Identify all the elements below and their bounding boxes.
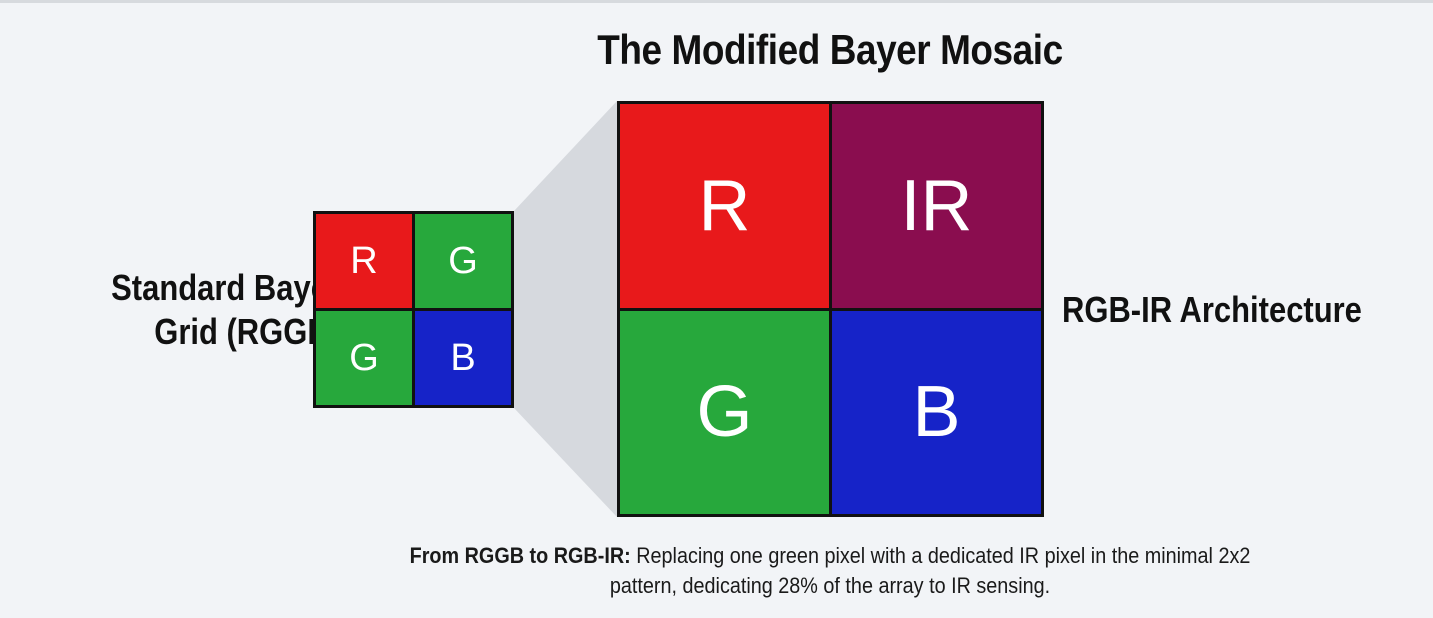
caption-bold: From RGGB to RGB-IR:	[409, 543, 631, 568]
top-divider	[0, 0, 1433, 3]
standard-grid-label-line2: Grid (RGGB)	[154, 311, 340, 352]
standard-cell-g1: G	[415, 214, 511, 308]
rgbir-label: RGB-IR Architecture	[1062, 289, 1362, 330]
rgbir-cell-r: R	[620, 104, 829, 308]
rgbir-grid: R IR G B	[617, 101, 1044, 517]
standard-cell-r: R	[316, 214, 412, 308]
rgbir-cell-g: G	[620, 310, 829, 514]
rgbir-cell-b: B	[832, 310, 1041, 514]
caption-text: Replacing one green pixel with a dedicat…	[609, 543, 1251, 598]
standard-grid-label-line1: Standard Bayer	[111, 267, 340, 308]
page-title: The Modified Bayer Mosaic	[597, 26, 1063, 73]
rgbir-cell-ir: IR	[832, 104, 1041, 308]
caption: From RGGB to RGB-IR: Replacing one green…	[380, 541, 1280, 601]
zoom-projection	[514, 101, 617, 517]
standard-bayer-grid: R G G B	[313, 211, 514, 408]
standard-cell-b: B	[415, 311, 511, 405]
standard-cell-g2: G	[316, 311, 412, 405]
standard-grid-label: Standard Bayer Grid (RGGB)	[48, 266, 340, 354]
